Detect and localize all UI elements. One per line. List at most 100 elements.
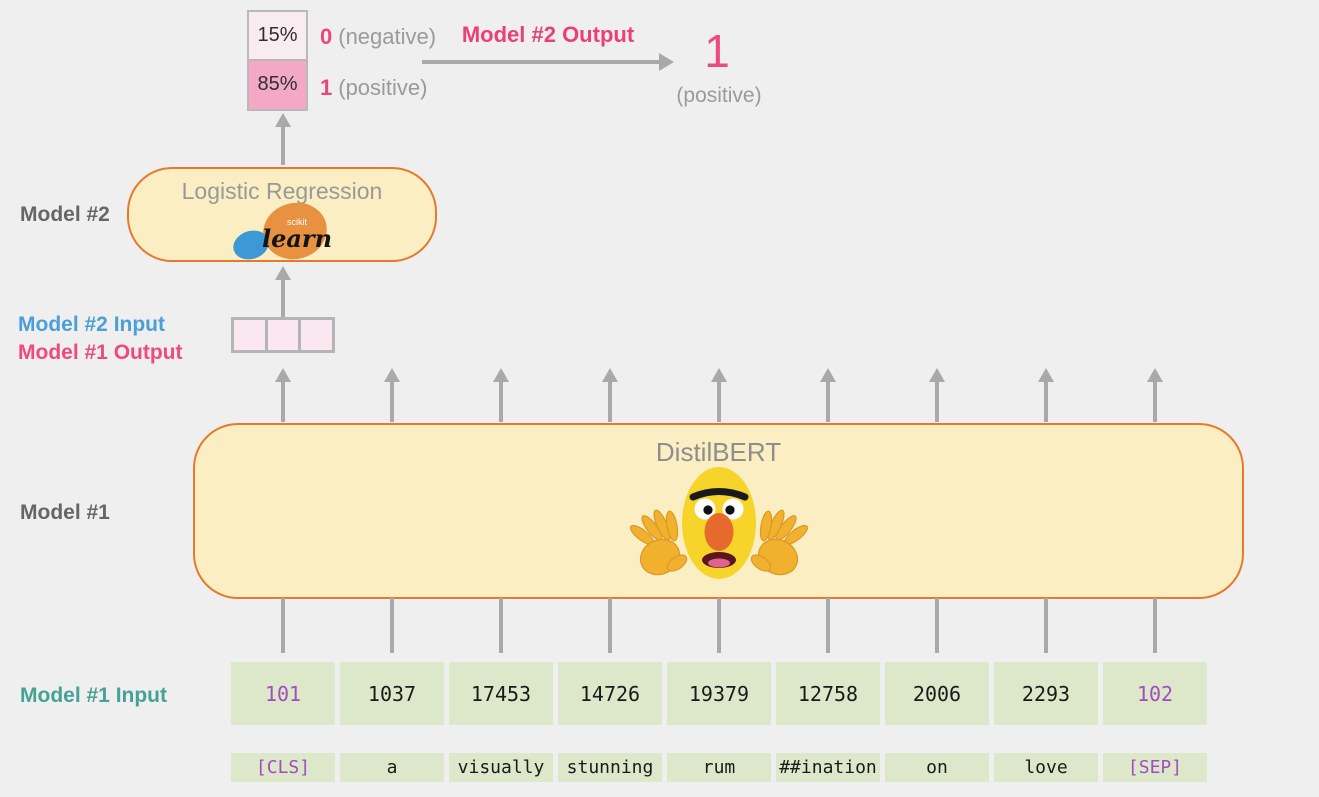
up-arrow-icon <box>275 368 291 422</box>
arrow-head-up-icon <box>1147 368 1163 382</box>
connector-line <box>826 598 830 653</box>
up-arrow-icon <box>820 368 836 422</box>
arrow-head-up-icon <box>493 368 509 382</box>
arrow-shaft <box>608 382 612 422</box>
arrow-head-up-icon <box>820 368 836 382</box>
arrow-head-up-icon <box>711 368 727 382</box>
arrow-shaft <box>499 382 503 422</box>
arrow-head-up-icon <box>384 368 400 382</box>
connector-column <box>558 598 662 653</box>
up-arrow-icon <box>711 368 727 422</box>
token-id-cell: 12758 <box>776 662 880 725</box>
connector-line <box>390 598 394 653</box>
connector-column <box>449 598 553 653</box>
up-arrow-icon <box>929 368 945 422</box>
token-id-cell: 1037 <box>340 662 444 725</box>
arrow-head-up-icon <box>602 368 618 382</box>
logo-learn-text: learn <box>262 224 332 253</box>
output-arrow-column <box>885 368 989 422</box>
model2-output-label: Model #2 Output <box>461 22 635 47</box>
probability-cell-negative: 15% <box>249 12 306 61</box>
token-id-cell: 2006 <box>885 662 989 725</box>
vector-cell <box>234 320 265 350</box>
probability-negative-value: 15% <box>257 23 298 46</box>
connector-line <box>608 598 612 653</box>
output-arrow-column <box>1103 368 1207 422</box>
distilbert-box: DistilBERT <box>193 423 1244 599</box>
connector-column <box>340 598 444 653</box>
output-arrow-column <box>231 368 335 422</box>
output-arrow-column <box>776 368 880 422</box>
connector-column <box>885 598 989 653</box>
up-arrow-icon <box>384 368 400 422</box>
vector-cell <box>267 320 299 350</box>
token-cell: [SEP] <box>1103 753 1207 782</box>
arrow-head-up-icon <box>929 368 945 382</box>
model1-side-label: Model #1 <box>20 501 110 524</box>
token-id-cell: 17453 <box>449 662 553 725</box>
arrow-lr-to-probabilities <box>275 113 291 165</box>
connector-line <box>935 598 939 653</box>
probability-box: 15% 85% <box>247 10 308 111</box>
token-id-cell: 101 <box>231 662 335 725</box>
arrow-shaft <box>390 382 394 422</box>
distilbert-input-connectors <box>231 598 1207 653</box>
output-arrow-column <box>340 368 444 422</box>
up-arrow-icon <box>493 368 509 422</box>
model2-output-arrow <box>422 52 674 72</box>
arrow-head-right-icon <box>659 53 674 71</box>
connector-column <box>231 598 335 653</box>
distilbert-output-arrows <box>231 368 1207 422</box>
distilbert-title: DistilBERT <box>655 437 782 467</box>
connector-line <box>1044 598 1048 653</box>
arrow-shaft <box>935 382 939 422</box>
token-id-cell: 102 <box>1103 662 1207 725</box>
connector-column <box>667 598 771 653</box>
scikit-learn-logo-icon: scikit learn <box>233 202 332 260</box>
arrow-shaft <box>281 280 285 317</box>
connector-line <box>717 598 721 653</box>
cls-vector-box <box>231 317 335 353</box>
token-cell: a <box>340 753 444 782</box>
connector-line <box>1153 598 1157 653</box>
up-arrow-icon <box>1038 368 1054 422</box>
token-cell: visually <box>449 753 553 782</box>
token-id-cell: 2293 <box>994 662 1098 725</box>
model2-side-label: Model #2 <box>20 203 110 226</box>
connector-column <box>776 598 880 653</box>
bert-mascot-icon <box>629 467 808 579</box>
output-arrow-column <box>558 368 662 422</box>
up-arrow-icon <box>602 368 618 422</box>
arrow-shaft <box>717 382 721 422</box>
arrow-head-up-icon <box>1038 368 1054 382</box>
arrow-shaft <box>281 127 285 165</box>
logistic-regression-title: Logistic Regression <box>181 178 383 204</box>
class-positive-id: 1 <box>320 75 333 100</box>
arrow-shaft <box>1153 382 1157 422</box>
vector-cell <box>301 320 333 350</box>
token-cell: ##ination <box>776 753 880 782</box>
logo-scikit-text: scikit <box>287 217 307 227</box>
arrow-vector-to-lr <box>275 266 291 317</box>
arrow-head-up-icon <box>275 113 291 127</box>
arrow-shaft <box>826 382 830 422</box>
arrow-head-up-icon <box>275 368 291 382</box>
output-arrow-column <box>667 368 771 422</box>
connector-column <box>1103 598 1207 653</box>
token-cell: love <box>994 753 1098 782</box>
logistic-regression-box: Logistic Regression scikit learn <box>127 167 437 262</box>
output-arrow-column <box>994 368 1098 422</box>
probability-cell-positive: 85% <box>249 60 306 109</box>
predicted-class-name: (positive) <box>676 84 762 107</box>
output-arrow-column <box>449 368 553 422</box>
model1-input-label: Model #1 Input <box>20 684 167 707</box>
arrow-shaft <box>1044 382 1048 422</box>
predicted-class-value: 1 <box>704 25 730 77</box>
token-cell: [CLS] <box>231 753 335 782</box>
token-cell: on <box>885 753 989 782</box>
arrow-shaft <box>422 60 659 64</box>
class-negative-id: 0 <box>320 24 333 49</box>
token-cell: stunning <box>558 753 662 782</box>
